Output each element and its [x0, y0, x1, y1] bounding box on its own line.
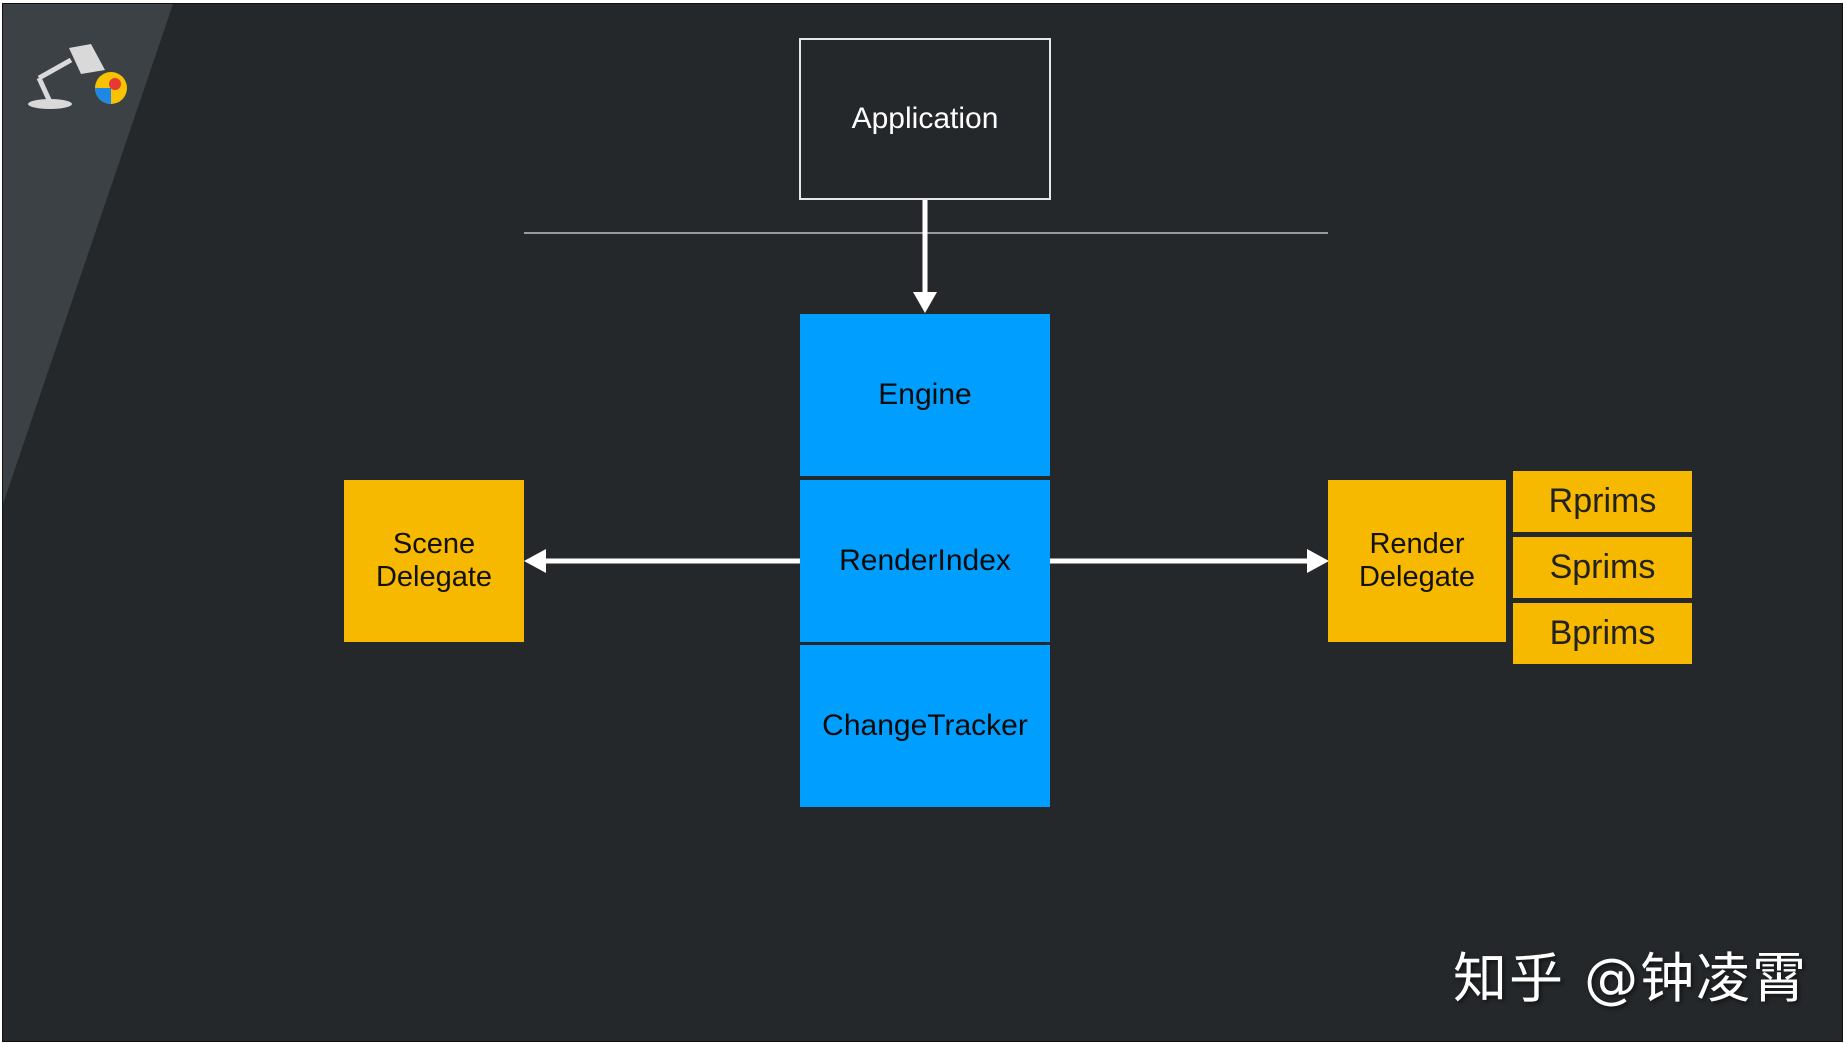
to-scene-delegate-arrowhead — [524, 549, 546, 573]
render-delegate-box: Render Delegate — [1328, 480, 1506, 642]
bprims-box: Bprims — [1513, 603, 1692, 664]
corner-shade — [3, 4, 173, 504]
slide: Application Engine RenderIndex ChangeTra… — [2, 3, 1843, 1042]
render-index-box: RenderIndex — [800, 480, 1050, 642]
to-render-delegate-arrowhead — [1307, 549, 1329, 573]
rprims-box: Rprims — [1513, 471, 1692, 532]
watermark: 知乎 @钟凌霄 — [1453, 947, 1809, 1010]
connectors — [524, 200, 1329, 573]
app-to-engine-arrowhead — [913, 292, 937, 313]
engine-box: Engine — [800, 314, 1050, 476]
scene-delegate-box: Scene Delegate — [344, 480, 524, 642]
application-box: Application — [799, 38, 1051, 200]
sprims-box: Sprims — [1513, 537, 1692, 598]
change-tracker-box: ChangeTracker — [800, 645, 1050, 807]
pixar-lamp-and-ball-icon — [28, 44, 127, 109]
